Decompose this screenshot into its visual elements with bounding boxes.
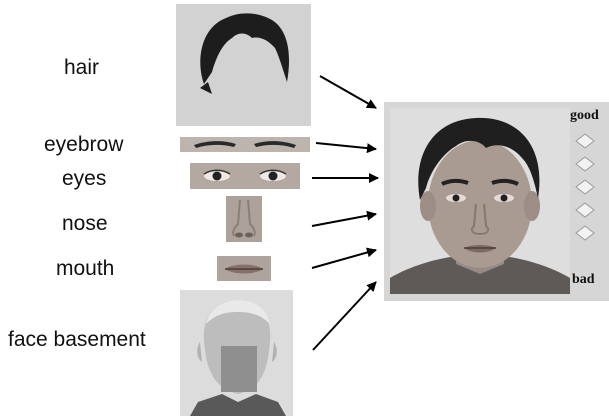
arrow-hair <box>320 76 376 108</box>
arrow-eyebrow <box>316 143 376 149</box>
rating-option-4[interactable] <box>574 202 596 218</box>
rating-bad-label: bad <box>572 272 595 288</box>
arrow-face-basement <box>313 282 376 350</box>
rating-option-3[interactable] <box>574 179 596 195</box>
arrow-nose <box>312 214 376 226</box>
rating-option-1[interactable] <box>574 133 596 149</box>
rating-panel: good bad <box>384 102 609 301</box>
rating-option-5[interactable] <box>574 225 596 241</box>
composite-face-image <box>390 108 570 294</box>
rating-option-2[interactable] <box>574 156 596 172</box>
arrow-mouth <box>312 250 376 268</box>
rating-good-label: good <box>570 108 599 124</box>
